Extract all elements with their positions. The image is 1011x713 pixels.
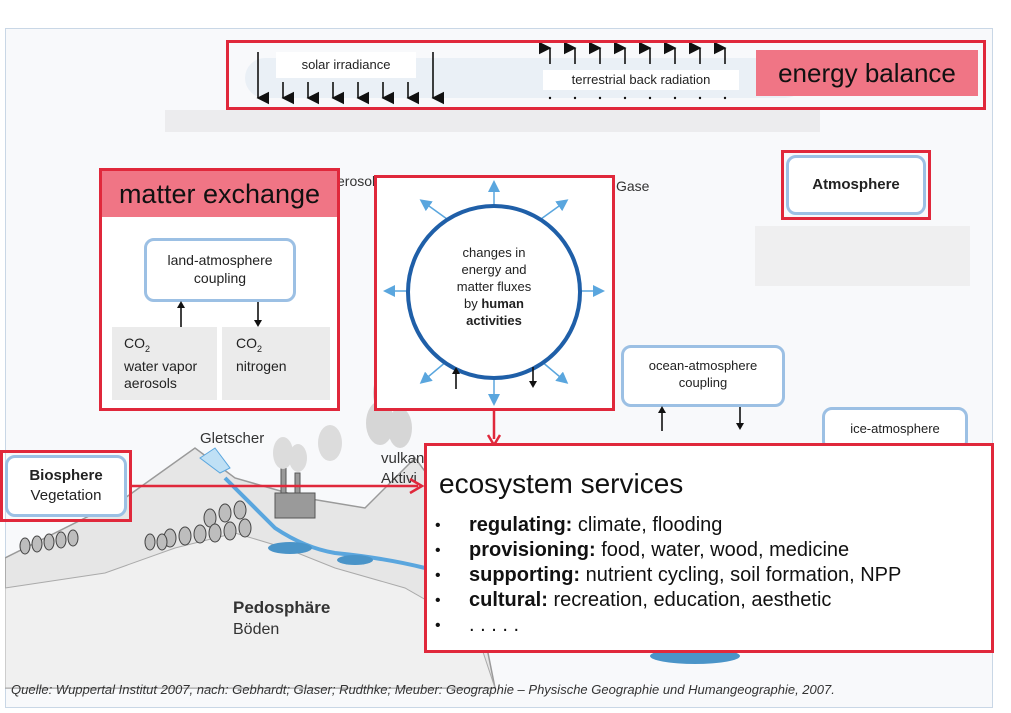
human-activities-box [374,175,615,411]
flux-arrows [383,180,605,406]
land-emissions-text: CO2 water vapor aerosols [124,335,197,392]
land-uptake-box [222,327,330,400]
terrestrial-radiation-label: terrestrial back radiation [543,70,739,90]
atmosphere-box: Atmosphere [786,155,926,215]
biosphere-arrow [132,477,425,495]
nitrogen-label: nitrogen [236,357,287,374]
source-citation: Quelle: Wuppertal Institut 2007, nach: G… [11,682,835,697]
co2-right-label: CO [236,335,257,351]
service-cultural-value: recreation, education, aesthetic [547,589,832,611]
service-cultural: cultural: recreation, education, aesthet… [429,588,901,613]
aktiv-label: Aktivi [381,470,417,487]
biosphere-red-box [0,450,132,522]
services-down-arrow [486,409,502,447]
service-regulating-key: regulating: [469,514,573,536]
land-emissions-box [112,327,217,400]
pedosphaere-label: Pedosphäre [233,598,331,617]
gletscher-label: Gletscher [200,430,265,447]
human-activities-text: changes in energy and matter fluxes by h… [414,244,574,329]
gase-label: Gase [616,178,650,194]
energy-balance-box [226,40,986,110]
center-line-2: energy and [461,262,527,277]
ocean-atmosphere-label: ocean-atmosphere coupling [648,358,758,390]
service-more: . . . . . [429,613,901,638]
ocean-coupling-arrows [658,406,744,431]
service-cultural-key: cultural: [469,589,548,611]
land-uptake-text: CO2 nitrogen [236,335,287,375]
co2-left-subscript: 2 [145,343,151,354]
biosphere-subtitle: Vegetation [30,487,102,504]
aerosols-label: aerosols [124,374,177,391]
ecosystem-services-box: ecosystem services regulating: climate, … [424,443,994,653]
co2-left-label: CO [124,335,145,351]
vulkan-label: vulkan [381,450,425,467]
service-supporting: supporting: nutrient cycling, soil forma… [429,563,901,588]
water-vapor-label: water vapor [124,357,198,374]
center-line-5-bold: activities [466,313,522,328]
service-supporting-value: nutrient cycling, soil formation, NPP [580,564,902,586]
center-line-4-prefix: by [464,296,478,311]
services-list: regulating: climate, flooding provisioni… [429,513,901,638]
atmosphere-label: Atmosphere [812,176,900,193]
service-regulating-value: climate, flooding [572,514,723,536]
solar-irradiance-label: solar irradiance [276,52,416,78]
service-supporting-key: supporting: [469,564,581,586]
boeden-label: Böden [233,621,280,638]
ocean-atmosphere-coupling-box: ocean-atmosphere coupling [621,345,785,407]
matter-exchange-label: matter exchange [102,171,337,217]
center-line-1: changes in [462,245,526,260]
center-line-3: matter fluxes [456,279,532,294]
service-provisioning: provisioning: food, water, wood, medicin… [429,538,901,563]
matter-exchange-box [99,168,340,411]
land-atmosphere-coupling-text: land-atmosphere coupling [167,252,273,286]
service-provisioning-value: food, water, wood, medicine [595,539,850,561]
land-atmosphere-coupling-box: land-atmosphere coupling [144,238,296,302]
service-provisioning-key: provisioning: [469,539,596,561]
radiation-arrows [256,41,727,105]
land-coupling-arrows [177,301,262,328]
center-line-4-bold: human [481,296,524,311]
atmosphere-red-box [781,150,931,220]
energy-balance-label: energy balance [756,50,978,96]
service-more-value: . . . . . [469,614,520,636]
aerosole-label: erosole [337,173,383,189]
co2-right-subscript: 2 [257,343,263,354]
biosphere-title: Biosphere [29,467,103,484]
biosphere-box: Biosphere Vegetation [5,455,127,517]
service-regulating: regulating: climate, flooding [429,513,901,538]
ice-atmosphere-label: ice-atmosphere [850,421,940,436]
ecosystem-services-title: ecosystem services [439,468,684,499]
